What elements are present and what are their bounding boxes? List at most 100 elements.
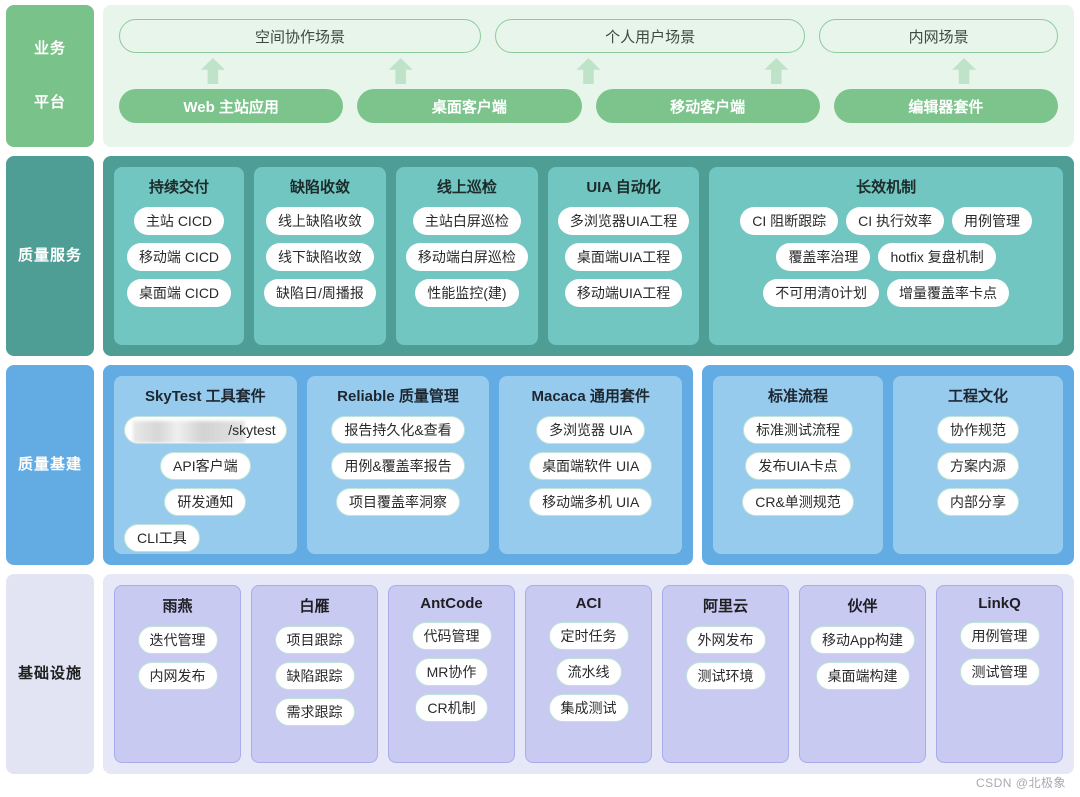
pill-item[interactable]: 报告持久化&查看 [331,416,465,444]
pill-item[interactable]: 桌面端构建 [815,662,910,690]
pill-item[interactable]: 主站 CICD [133,207,225,235]
pill-item[interactable]: CLI工具 [124,524,200,552]
card-online-inspection: 线上巡检 主站白屏巡检 移动端白屏巡检 性能监控(建) [395,167,538,345]
up-arrow-icon [388,58,413,84]
card-yuyan: 雨燕 迭代管理 内网发布 [114,585,241,763]
row-quality-service: 质量服务 持续交付 主站 CICD 移动端 CICD 桌面端 CICD 缺陷收敛… [6,156,1074,356]
card-title: 长效机制 [856,179,917,196]
pill-list: CI 阻断跟踪 CI 执行效率 用例管理 覆盖率治理 hotfix 复盘机制 不… [719,207,1053,307]
pill-list: 项目跟踪 缺陷跟踪 需求跟踪 [260,626,369,726]
pill-list: 代码管理 MR协作 CR机制 [397,622,506,722]
card-title: Macaca 通用套件 [531,388,650,405]
pill-row: CI 阻断跟踪 CI 执行效率 用例管理 [740,207,1032,235]
pill-item[interactable]: 移动端白屏巡检 [405,243,528,271]
pill-item[interactable]: 桌面端 CICD [126,279,232,307]
pill-list: 多浏览器UIA工程 桌面端UIA工程 移动端UIA工程 [557,207,690,307]
pill-item[interactable]: 迭代管理 [137,626,218,654]
card-macaca-common-suite: Macaca 通用套件 多浏览器 UIA 桌面端软件 UIA 移动端多机 UIA [499,376,683,554]
pill-item[interactable]: CI 阻断跟踪 [740,207,839,235]
card-reliable-quality-mgmt: Reliable 质量管理 报告持久化&查看 用例&覆盖率报告 项目覆盖率洞察 [306,376,490,554]
scene-box-personal-user[interactable]: 个人用户场景 [495,19,806,53]
card-linkq: LinkQ 用例管理 测试管理 [936,585,1063,763]
pill-list: 主站 CICD 移动端 CICD 桌面端 CICD [124,207,234,307]
row-label-quality-service: 质量服务 [6,156,94,356]
pill-item[interactable]: 覆盖率治理 [776,243,871,271]
pill-item[interactable]: 流水线 [555,658,622,686]
scene-box-space-collab[interactable]: 空间协作场景 [119,19,482,53]
pill-item[interactable]: 集成测试 [548,694,629,722]
pill-item[interactable]: 线上缺陷收敛 [265,207,374,235]
pill-item[interactable]: 移动端 CICD [126,243,232,271]
app-box-web-main[interactable]: Web 主站应用 [119,89,344,123]
pill-item[interactable]: 移动端多机 UIA [529,488,653,516]
app-box-mobile-client[interactable]: 移动客户端 [595,89,820,123]
pill-item[interactable]: 外网发布 [685,626,766,654]
pill-item[interactable]: 线下缺陷收敛 [265,243,374,271]
pill-item[interactable]: 多浏览器 UIA [536,416,646,444]
card-title: 线上巡检 [436,179,497,196]
row-body-quality-infra: SkyTest 工具套件 /skytest API客户端 研发通知 CLI工具 [103,365,1074,565]
pill-item[interactable]: 缺陷日/周播报 [264,279,376,307]
pill-item[interactable]: 研发通知 [164,488,247,516]
pill-list: 报告持久化&查看 用例&覆盖率报告 项目覆盖率洞察 [317,416,480,516]
card-title: 缺陷收敛 [289,179,350,196]
card-title: 白雁 [299,598,330,615]
row-body-quality-service: 持续交付 主站 CICD 移动端 CICD 桌面端 CICD 缺陷收敛 线上缺陷… [103,156,1074,356]
row-label-infrastructure: 基础设施 [6,574,94,774]
pill-item[interactable]: 内网发布 [137,662,218,690]
pill-list: 迭代管理 内网发布 [123,626,232,690]
card-partner: 伙伴 移动App构建 桌面端构建 [799,585,926,763]
pill-list: 多浏览器 UIA 桌面端软件 UIA 移动端多机 UIA [509,416,672,516]
arrow-cell-3 [495,58,683,84]
pill-item[interactable]: hotfix 复盘机制 [878,243,996,271]
pill-item[interactable]: 内部分享 [937,488,1019,516]
scene-row: 空间协作场景 个人用户场景 内网场景 [119,19,1058,53]
pill-item[interactable]: 方案内源 [937,452,1019,480]
pill-item[interactable]: 移动端UIA工程 [564,279,683,307]
quality-infra-right-panel: 标准流程 标准测试流程 发布UIA卡点 CR&单测规范 工程文化 协作规范 方案… [702,365,1074,565]
pill-item[interactable]: 代码管理 [411,622,492,650]
redaction-blur [133,421,245,443]
pill-item[interactable]: 发布UIA卡点 [745,452,851,480]
pill-item[interactable]: 定时任务 [548,622,629,650]
pill-item[interactable]: 标准测试流程 [743,416,853,444]
card-engineering-culture: 工程文化 协作规范 方案内源 内部分享 [893,376,1063,554]
pill-item[interactable]: 桌面端软件 UIA [529,452,653,480]
pill-item[interactable]: 缺陷跟踪 [274,662,355,690]
pill-item[interactable]: CR&单测规范 [742,488,854,516]
pill-item[interactable]: 不可用清0计划 [763,279,880,307]
pill-item[interactable]: 性能监控(建) [415,279,519,307]
pill-item[interactable]: 协作规范 [937,416,1019,444]
pill-item[interactable]: 需求跟踪 [274,698,355,726]
app-box-desktop-client[interactable]: 桌面客户端 [357,89,582,123]
pill-item[interactable]: 项目跟踪 [274,626,355,654]
row-business-platform: 业务 平台 空间协作场景 个人用户场景 内网场景 Web 主站应用 [6,5,1074,147]
app-box-editor-suite[interactable]: 编辑器套件 [833,89,1058,123]
pill-item[interactable]: 移动App构建 [810,626,915,654]
card-title: SkyTest 工具套件 [145,388,266,405]
pill-item[interactable]: 用例管理 [959,622,1040,650]
pill-item[interactable]: 主站白屏巡检 [412,207,521,235]
pill-row: 不可用清0计划 增量覆盖率卡点 [763,279,1010,307]
pill-item[interactable]: 测试管理 [959,658,1040,686]
card-uia-automation: UIA 自动化 多浏览器UIA工程 桌面端UIA工程 移动端UIA工程 [547,167,700,345]
pill-item[interactable]: 用例&覆盖率报告 [331,452,465,480]
pill-row: API客户端 研发通知 [124,452,287,516]
pill-item[interactable]: 项目覆盖率洞察 [336,488,460,516]
scene-box-intranet[interactable]: 内网场景 [819,19,1058,53]
pill-item[interactable]: 测试环境 [685,662,766,690]
pill-item[interactable]: CR机制 [415,694,488,722]
pill-item[interactable]: CI 执行效率 [846,207,944,235]
pill-item[interactable]: 用例管理 [952,207,1032,235]
card-title: 标准流程 [767,388,828,405]
pill-item[interactable]: MR协作 [414,658,489,686]
pill-item[interactable]: 桌面端UIA工程 [564,243,683,271]
pill-item[interactable]: 增量覆盖率卡点 [887,279,1010,307]
pill-item[interactable]: 多浏览器UIA工程 [557,207,690,235]
card-antcode: AntCode 代码管理 MR协作 CR机制 [388,585,515,763]
pill-item-skytest-path[interactable]: /skytest [124,416,287,444]
watermark: CSDN @北极象 [975,776,1066,790]
pill-item-label: /skytest [228,422,276,438]
pill-item[interactable]: API客户端 [160,452,251,480]
